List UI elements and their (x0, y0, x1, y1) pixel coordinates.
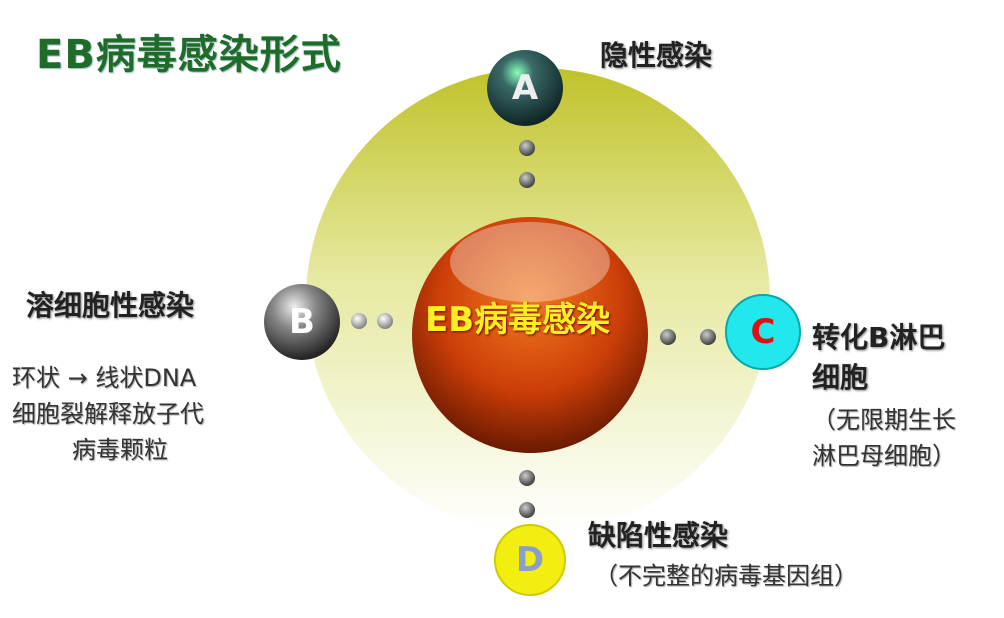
node-c-line: 淋巴母细胞） (812, 442, 956, 470)
node-a-ball (487, 50, 563, 126)
node-c-ball (725, 294, 801, 370)
node-b-line: 环状 → 线状DNA (12, 364, 197, 392)
node-c-heading: 转化B淋巴 (812, 321, 946, 354)
center-label: EB病毒感染 (425, 300, 611, 340)
node-b-heading: 溶细胞性感染 (26, 289, 195, 322)
connector-dots (351, 140, 716, 518)
node-d-heading: 缺陷性感染 (588, 519, 729, 552)
node-b-letter: B (289, 302, 315, 342)
node-a-letter: A (511, 68, 539, 108)
page-title: EB病毒感染形式 (36, 32, 342, 78)
node-c-heading: 细胞 (812, 361, 869, 394)
center-sphere (412, 217, 648, 453)
node-c-letter: C (750, 312, 776, 352)
node-b-line: 病毒颗粒 (72, 436, 168, 464)
node-b-line: 细胞裂解释放子代 (12, 400, 204, 428)
center-highlight (450, 222, 610, 302)
node-a-heading: 隐性感染 (600, 39, 713, 72)
node-d-line: （不完整的病毒基因组） (594, 562, 858, 590)
node-b-ball (264, 284, 340, 360)
node-c-line: （无限期生长 (812, 406, 956, 434)
node-d-ball (494, 524, 566, 596)
node-d-letter: D (515, 540, 545, 580)
